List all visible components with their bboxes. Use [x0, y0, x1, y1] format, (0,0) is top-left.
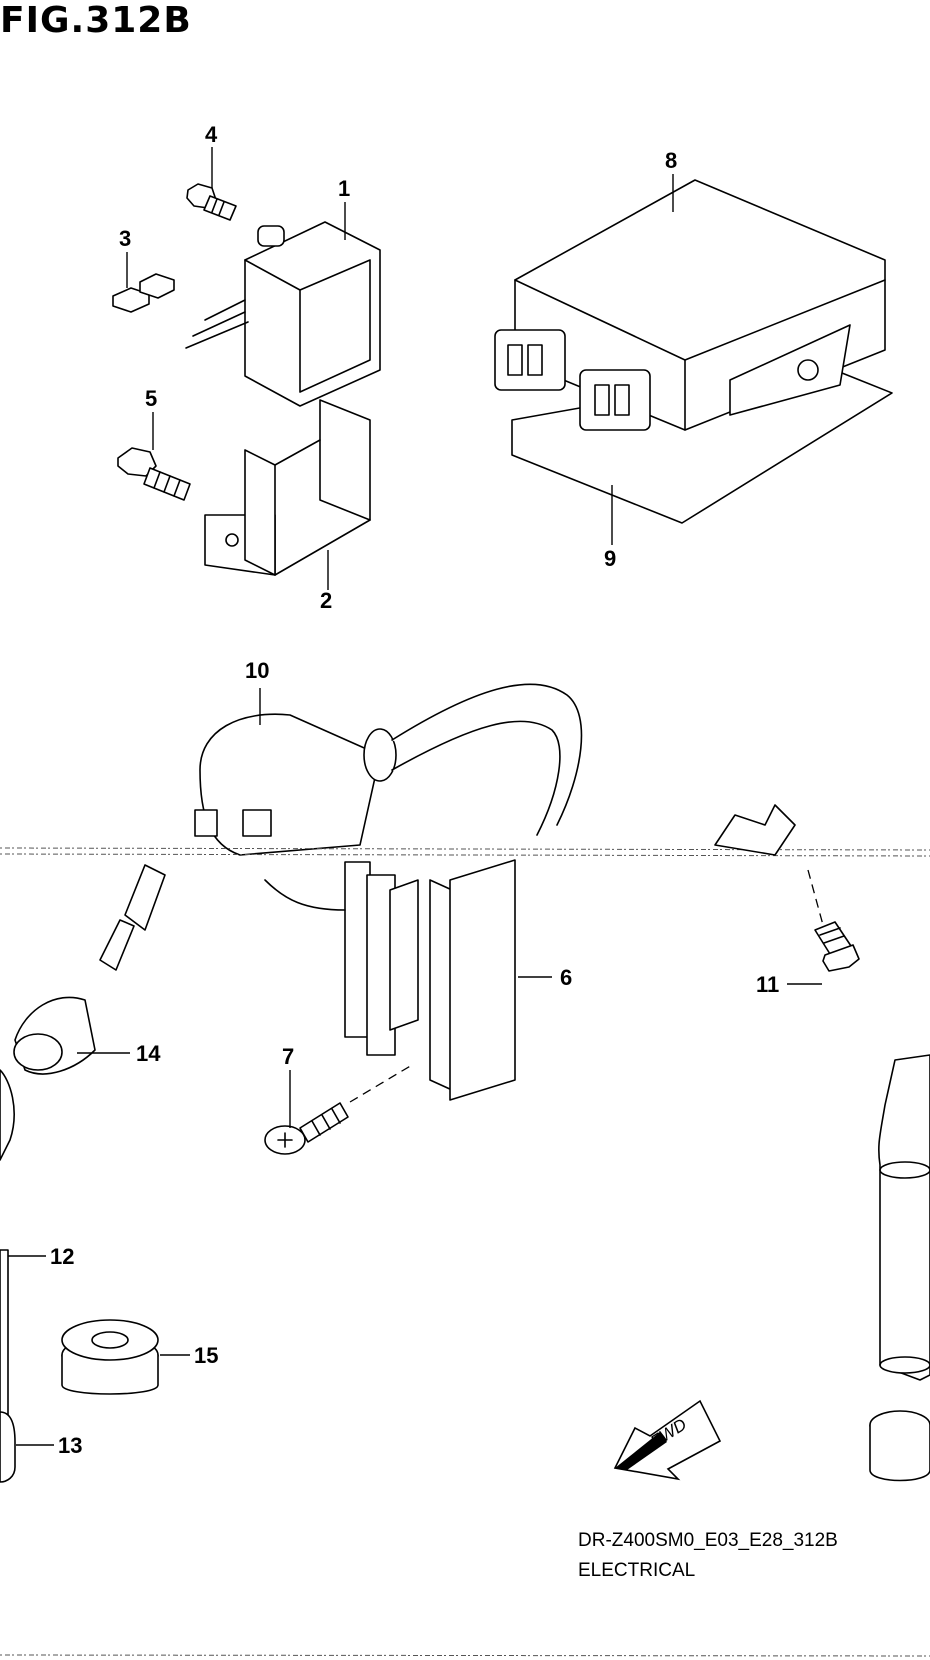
callout-15: 15: [194, 1343, 218, 1368]
part-1-relay: [185, 221, 381, 407]
callout-5: 5: [145, 386, 157, 411]
part-6-regulator: [264, 859, 516, 1101]
part-14-boot: [13, 864, 166, 1075]
part-10-ignition-coil: [194, 683, 583, 856]
part-11-bolt: [714, 804, 860, 972]
part-8-cdi-unit: [494, 179, 886, 431]
scan-noise-line: [0, 847, 930, 857]
callout-1: 1: [338, 176, 350, 201]
leader-lines: [8, 147, 822, 1446]
callout-4: 4: [205, 122, 218, 147]
diagram-section-label: ELECTRICAL: [578, 1560, 696, 1581]
callout-8: 8: [665, 148, 677, 173]
callout-7: 7: [282, 1044, 294, 1069]
part-7-screw: [264, 1102, 349, 1155]
bottom-noise-line: [0, 1654, 930, 1657]
part-12-plug-cap: [0, 1069, 15, 1461]
part-2-bracket: [204, 399, 371, 576]
figure-title: FIG.312B: [0, 0, 192, 41]
part-3-connector-clip: [112, 273, 175, 313]
callout-2: 2: [320, 588, 332, 613]
part-12-plug-cap-right: [878, 1054, 930, 1381]
part-13-seal: [0, 1411, 16, 1483]
part-7-dash-line: [349, 1064, 413, 1103]
part-15-grommet: [61, 1319, 159, 1395]
fwd-arrow-icon: FWD: [613, 1399, 722, 1481]
part-13-seal-right: [869, 1410, 930, 1482]
callout-12: 12: [50, 1244, 74, 1269]
callout-9: 9: [604, 546, 616, 571]
part-11-dash-line: [807, 869, 824, 926]
callout-3: 3: [119, 226, 131, 251]
callout-10: 10: [245, 658, 269, 683]
callout-11: 11: [756, 972, 779, 997]
diagram-code: DR-Z400SM0_E03_E28_312B: [578, 1530, 838, 1551]
part-4-bolt: [186, 183, 237, 221]
callout-14: 14: [136, 1041, 161, 1066]
part-5-bolt: [117, 447, 191, 501]
callouts: 4 3 1 5 2 8 9 10 6 11 7 14 12 15 13: [50, 122, 779, 1458]
callout-6: 6: [560, 965, 572, 990]
callout-13: 13: [58, 1433, 82, 1458]
